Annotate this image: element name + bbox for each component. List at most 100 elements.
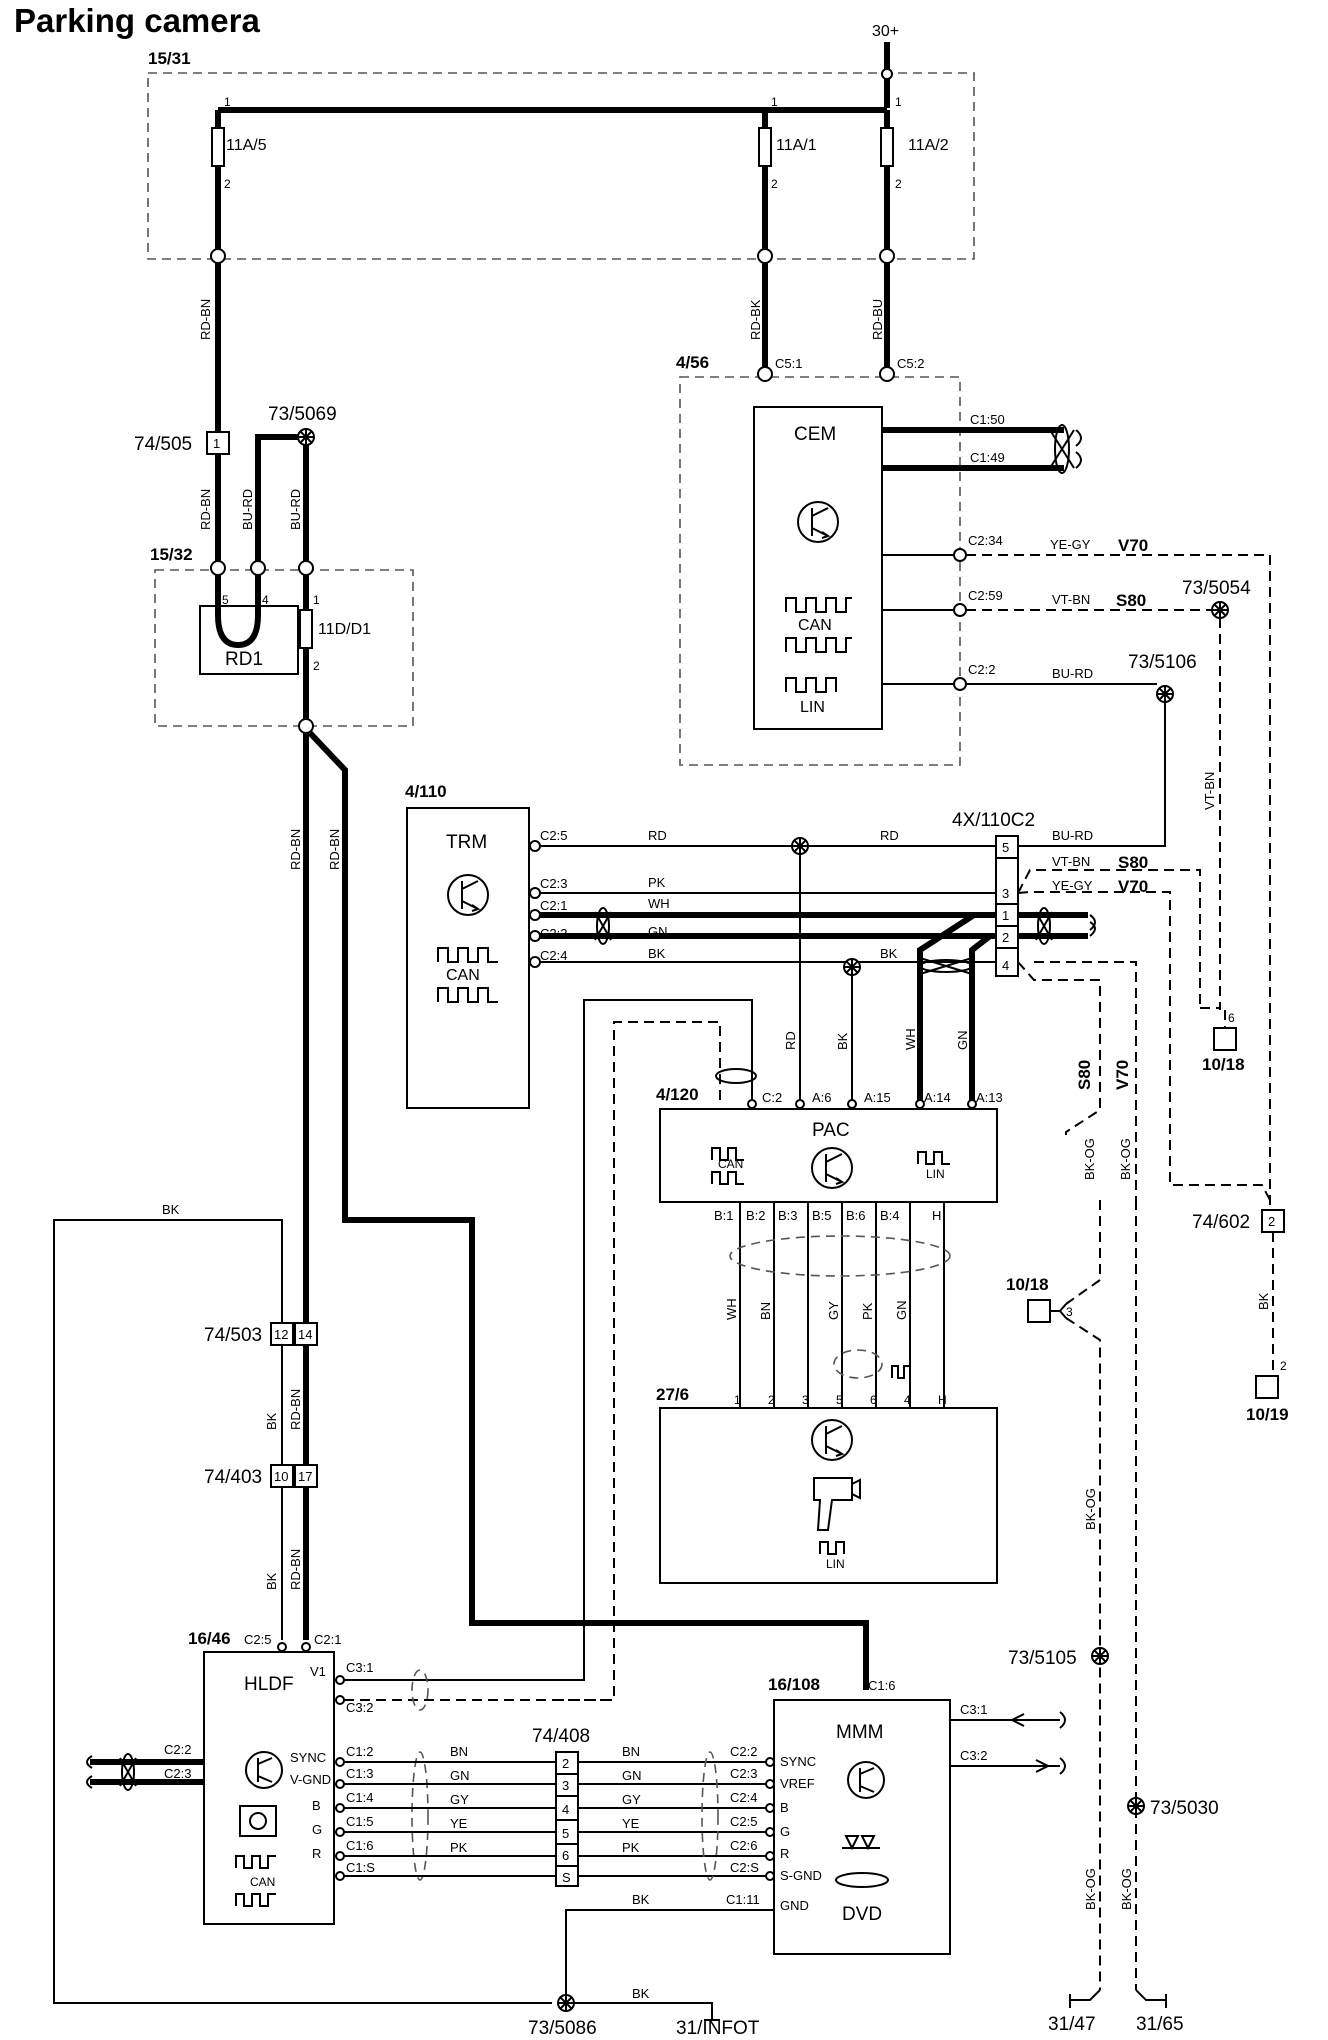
terminal-11dd1-out xyxy=(298,718,314,734)
terminal-11a1-out xyxy=(757,248,773,264)
svg-text:RD-BN: RD-BN xyxy=(327,829,342,870)
module-hldf-label: HLDF xyxy=(244,1674,294,1695)
module-trm-label: TRM xyxy=(446,832,487,853)
fuse-11dd1-label: 11D/D1 xyxy=(318,621,371,638)
svg-text:B: B xyxy=(780,1800,789,1815)
camera-group-label: 27/6 xyxy=(656,1385,689,1404)
wire-rd-bn-mmm xyxy=(307,730,869,1690)
connector-4x-110c2 xyxy=(995,835,1019,977)
splice-73-5069-label: 73/5069 xyxy=(268,404,337,425)
svg-text:R: R xyxy=(780,1846,789,1861)
svg-text:GN: GN xyxy=(622,1768,642,1783)
svg-text:C1:5: C1:5 xyxy=(346,1814,373,1829)
svg-text:WH: WH xyxy=(724,1298,739,1320)
transistor-icon xyxy=(447,874,489,916)
transistor-icon xyxy=(811,1419,853,1461)
svg-text:C2:1: C2:1 xyxy=(314,1632,341,1647)
svg-text:BK: BK xyxy=(880,946,898,961)
relay-rd1-label: RD1 xyxy=(225,649,263,670)
svg-text:RD-BN: RD-BN xyxy=(288,1549,303,1590)
svg-text:GN: GN xyxy=(648,924,668,939)
svg-text:5: 5 xyxy=(222,593,229,607)
connector-4x-110c2-label: 4X/110C2 xyxy=(952,810,1035,831)
svg-text:S80: S80 xyxy=(1116,591,1146,610)
svg-text:BK-OG: BK-OG xyxy=(1119,1868,1134,1910)
svg-text:YE-GY: YE-GY xyxy=(1050,537,1091,552)
wire-wh-pac xyxy=(917,912,996,1100)
svg-text:RD-BU: RD-BU xyxy=(870,299,885,340)
svg-text:C2:34: C2:34 xyxy=(968,533,1003,548)
svg-text:S80: S80 xyxy=(1075,1060,1094,1090)
fusebox-15-31-label: 15/31 xyxy=(148,49,191,68)
svg-text:DVD: DVD xyxy=(842,1904,882,1925)
svg-text:BK: BK xyxy=(632,1986,650,2001)
svg-text:VT-BN: VT-BN xyxy=(1202,772,1217,810)
svg-text:1: 1 xyxy=(224,95,231,109)
connector-74-505-label: 74/505 xyxy=(134,434,192,455)
transistor-icon xyxy=(797,501,839,543)
hldf-group-label: 16/46 xyxy=(188,1629,231,1648)
svg-text:BK-OG: BK-OG xyxy=(1082,1138,1097,1180)
svg-text:C2:4: C2:4 xyxy=(730,1790,757,1805)
fuse-11a1-label: 11A/1 xyxy=(776,137,817,154)
svg-text:2: 2 xyxy=(1268,1214,1275,1229)
ground-31-infot-label: 31/INFOT xyxy=(676,2018,760,2039)
svg-text:12: 12 xyxy=(274,1327,288,1342)
svg-text:B: B xyxy=(312,1798,321,1813)
splice-73-5030-label: 73/5030 xyxy=(1150,1798,1219,1819)
wire-gn-pac xyxy=(969,933,996,1100)
connector-10-19 xyxy=(1255,1375,1279,1399)
svg-text:GY: GY xyxy=(450,1792,469,1807)
svg-text:2: 2 xyxy=(771,177,778,191)
wire-ye-gy-v70 xyxy=(966,554,1271,1210)
svg-text:4: 4 xyxy=(562,1802,569,1817)
svg-text:BK: BK xyxy=(264,1412,279,1430)
svg-text:B:2: B:2 xyxy=(746,1208,766,1223)
svg-text:PK: PK xyxy=(860,1302,875,1320)
svg-text:YE-GY: YE-GY xyxy=(1052,878,1093,893)
svg-text:GN: GN xyxy=(955,1031,970,1051)
module-pac-label: PAC xyxy=(812,1120,850,1141)
svg-text:C3:2: C3:2 xyxy=(346,1700,373,1715)
svg-text:A:14: A:14 xyxy=(924,1090,951,1105)
connector-10-18-lower xyxy=(1027,1299,1051,1323)
svg-text:SYNC: SYNC xyxy=(780,1754,816,1769)
svg-text:LIN: LIN xyxy=(826,1557,845,1571)
supply-label: 30+ xyxy=(872,23,899,40)
svg-text:WH: WH xyxy=(903,1028,918,1050)
svg-text:C1:3: C1:3 xyxy=(346,1766,373,1781)
svg-text:C3:1: C3:1 xyxy=(346,1660,373,1675)
svg-text:BK: BK xyxy=(162,1202,180,1217)
ground-31-47-label: 31/47 xyxy=(1048,2014,1096,2035)
svg-text:V-GND: V-GND xyxy=(290,1772,331,1787)
svg-text:B:6: B:6 xyxy=(846,1208,866,1223)
svg-text:C2:5: C2:5 xyxy=(540,828,567,843)
svg-text:BK: BK xyxy=(264,1572,279,1590)
svg-text:C2:6: C2:6 xyxy=(730,1838,757,1853)
svg-text:BN: BN xyxy=(758,1302,773,1320)
svg-text:C2:2: C2:2 xyxy=(164,1742,191,1757)
svg-text:S: S xyxy=(562,1870,571,1885)
svg-text:BU-RD: BU-RD xyxy=(1052,828,1093,843)
module-cem-label: CEM xyxy=(794,424,836,445)
splice-73-5086-label: 73/5086 xyxy=(528,2018,597,2039)
svg-text:2: 2 xyxy=(1280,1359,1287,1373)
svg-text:BU-RD: BU-RD xyxy=(1052,666,1093,681)
module-mmm-label: MMM xyxy=(836,1722,883,1743)
svg-text:BN: BN xyxy=(622,1744,640,1759)
svg-text:C1:6: C1:6 xyxy=(346,1838,373,1853)
ground-31-65-label: 31/65 xyxy=(1136,2014,1184,2035)
svg-text:C2:1: C2:1 xyxy=(540,898,567,913)
svg-text:CAN: CAN xyxy=(250,1875,275,1889)
svg-text:C2:59: C2:59 xyxy=(968,588,1003,603)
svg-text:B:5: B:5 xyxy=(812,1208,832,1223)
svg-text:RD-BN: RD-BN xyxy=(198,299,213,340)
fuse-11a1-symbol xyxy=(758,127,772,167)
svg-text:BK: BK xyxy=(1256,1292,1271,1310)
connector-10-18-upper xyxy=(1213,1027,1237,1051)
svg-text:GN: GN xyxy=(450,1768,470,1783)
svg-text:BU-RD: BU-RD xyxy=(240,489,255,530)
svg-text:C2:3: C2:3 xyxy=(730,1766,757,1781)
svg-text:B:1: B:1 xyxy=(714,1208,734,1223)
